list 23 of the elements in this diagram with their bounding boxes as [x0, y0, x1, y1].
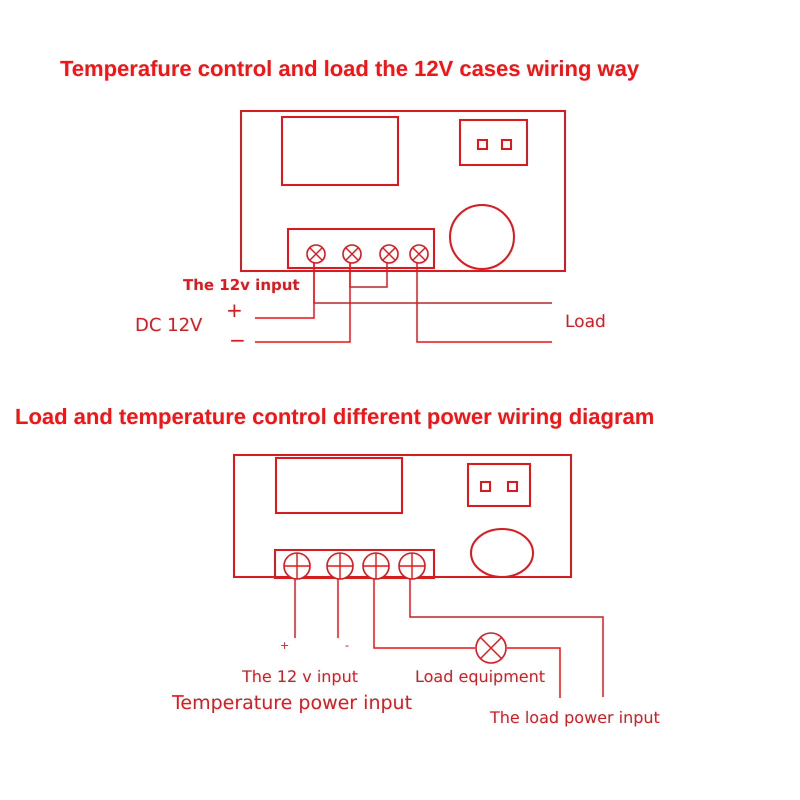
wire [349, 262, 388, 288]
wire [507, 647, 561, 698]
polarity-sign: − [229, 329, 246, 351]
wire [416, 262, 552, 343]
polarity-sign: - [345, 640, 349, 652]
polarity-sign: + [280, 640, 290, 652]
wiring-label: DC 12V [135, 316, 202, 336]
wiring-label: The 12v input [183, 277, 300, 294]
wire [337, 578, 339, 638]
controller-board [233, 454, 572, 578]
wiring-label: Load [565, 313, 606, 332]
wire [294, 578, 296, 638]
wiring-label: The load power input [490, 709, 660, 727]
heading: Load and temperature control different power wiring diagram [15, 405, 654, 430]
wiring-label: The 12 v input [242, 668, 358, 686]
polarity-sign: + [226, 299, 243, 321]
wiring-label: Temperature power input [172, 693, 412, 714]
heading: Temperafure control and load the 12V cases wiring way [60, 57, 640, 82]
wire [409, 578, 604, 697]
component-caption: Load equipment [415, 668, 546, 686]
wire [373, 578, 475, 649]
controller-board [240, 110, 566, 272]
wire [313, 262, 552, 304]
